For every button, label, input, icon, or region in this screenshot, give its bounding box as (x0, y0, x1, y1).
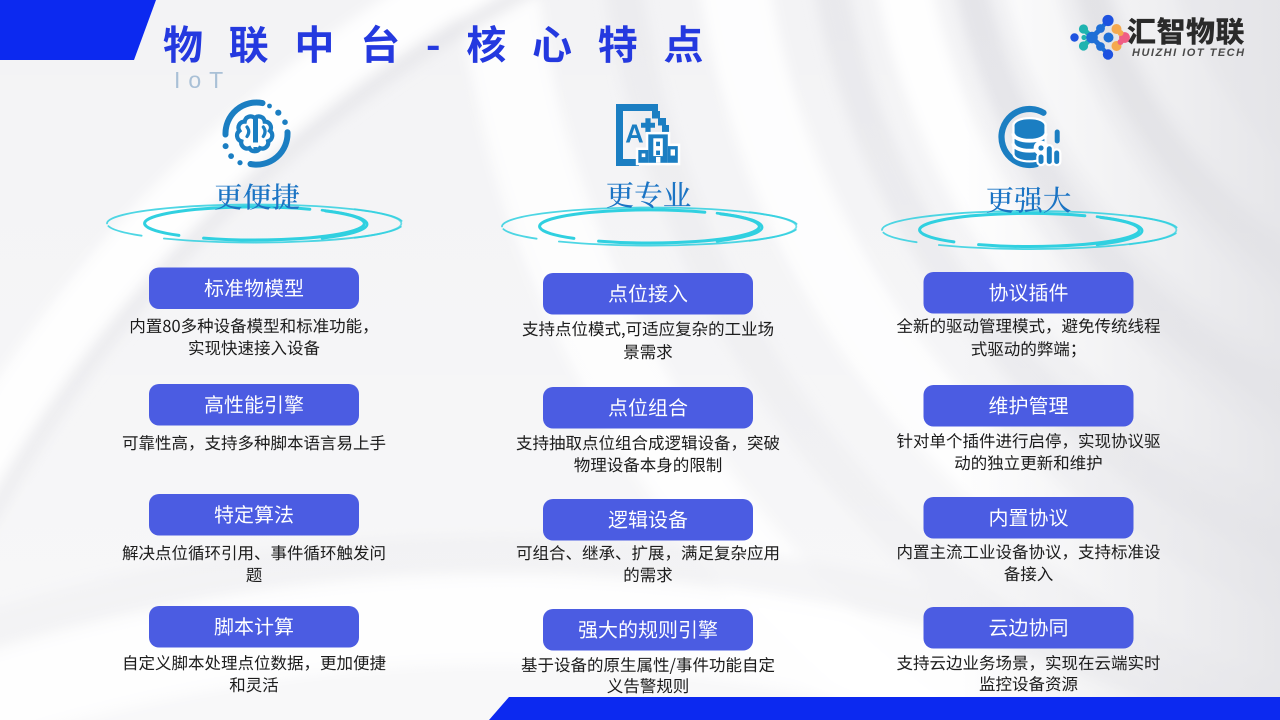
svg-text:HUIZHI IOT TECH: HUIZHI IOT TECH (1132, 47, 1246, 59)
svg-text:A: A (625, 121, 643, 149)
svg-text:IoT: IoT (174, 67, 231, 93)
